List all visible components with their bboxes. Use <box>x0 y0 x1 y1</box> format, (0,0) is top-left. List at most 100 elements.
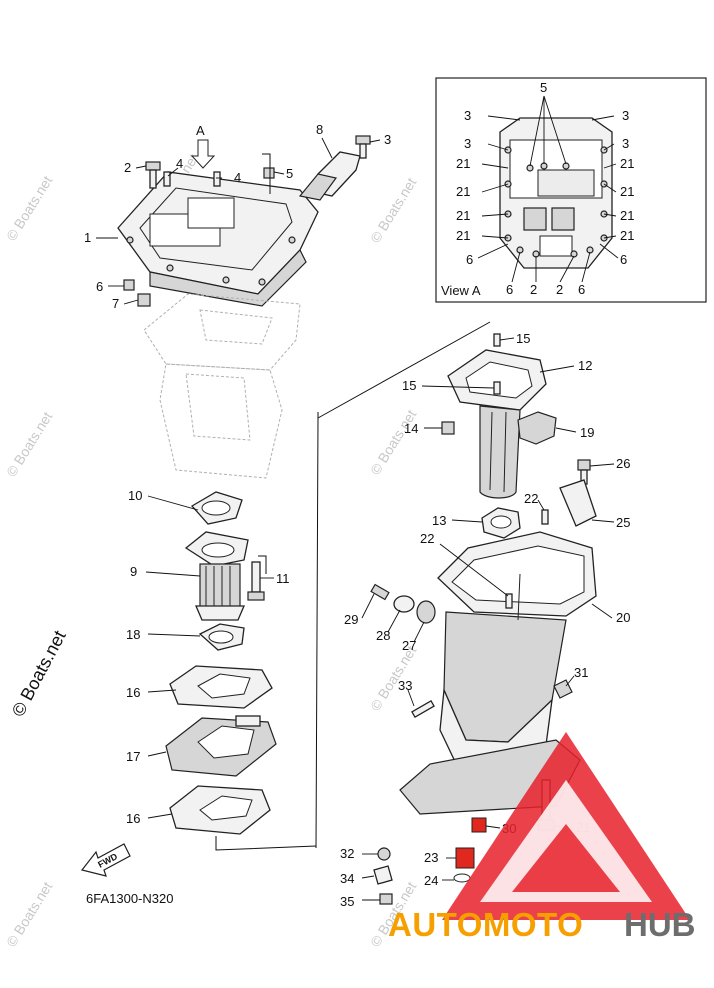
callout-28: 28 <box>376 628 390 643</box>
automotohub-logo: AUTOMOTO HUB <box>388 732 696 943</box>
watermark-text-large: © Boats.net <box>8 627 70 720</box>
callout-3: 3 <box>384 132 391 147</box>
view-a-arrow: A <box>190 123 216 169</box>
view-a-callout-21: 21 <box>456 156 470 171</box>
clip-31 <box>553 679 573 699</box>
callout-10: 10 <box>128 488 142 503</box>
view-a-callout-21: 21 <box>456 184 470 199</box>
forward-arrow: FWD <box>80 843 131 877</box>
callout-25: 25 <box>616 515 630 530</box>
callout-9: 9 <box>130 564 137 579</box>
callout-8: 8 <box>316 122 323 137</box>
callout-16: 16 <box>126 811 140 826</box>
callout-5: 5 <box>286 166 293 181</box>
view-a-callout-21: 21 <box>620 156 634 171</box>
plug-7 <box>137 293 151 307</box>
callout-7: 7 <box>112 296 119 311</box>
callouts: 1 2 4 4 5 8 3 6 7 10 9 11 18 16 17 16 15… <box>84 122 630 909</box>
exhaust-pipe-8 <box>298 151 361 201</box>
view-a-callout-21: 21 <box>620 228 634 243</box>
logo-text-hub: HUB <box>624 906 696 943</box>
bolt-3 <box>355 135 371 159</box>
view-a-panel: View A 5 3 3 3 3 21 21 21 21 21 21 21 21… <box>435 77 707 303</box>
watermark-text: © Boats.net <box>3 879 56 950</box>
view-a-callout-2: 2 <box>530 282 537 297</box>
highlighted-part-23 <box>455 847 475 869</box>
watermark-text: © Boats.net <box>367 175 420 246</box>
callout-13: 13 <box>432 513 446 528</box>
callout-4: 4 <box>234 170 241 185</box>
callout-29: 29 <box>344 612 358 627</box>
callout-17: 17 <box>126 749 140 764</box>
bolt-35 <box>379 893 393 905</box>
gasket-16b <box>169 785 271 835</box>
gasket-10 <box>190 491 243 525</box>
view-a-callout-21: 21 <box>620 208 634 223</box>
logo-triangle-core <box>512 824 620 892</box>
view-a-callout-21: 21 <box>456 228 470 243</box>
gasket-18 <box>198 623 245 651</box>
pin-15b <box>493 381 501 395</box>
callout-4: 4 <box>176 156 183 171</box>
dowel-pin-4a <box>163 171 171 187</box>
bolt-6 <box>123 279 135 291</box>
pin-15a <box>493 333 501 347</box>
callout-23: 23 <box>424 850 438 865</box>
section-bracket <box>215 153 491 851</box>
bolt-29 <box>370 583 390 601</box>
engine-block-ghost <box>143 293 301 479</box>
view-a-callout-6: 6 <box>620 252 627 267</box>
plate-17 <box>165 715 277 777</box>
grommet-28 <box>393 595 415 613</box>
view-a-callout-6: 6 <box>506 282 513 297</box>
callout-15: 15 <box>516 331 530 346</box>
callout-11: 11 <box>276 571 290 586</box>
view-a-callout-21: 21 <box>456 208 470 223</box>
callout-14: 14 <box>404 421 418 436</box>
exhaust-guide-plate <box>117 171 319 307</box>
pin-22a <box>541 509 549 525</box>
view-a-callout-3: 3 <box>622 108 629 123</box>
view-a-callout-6: 6 <box>578 282 585 297</box>
damper-19 <box>517 411 557 445</box>
callout-24: 24 <box>424 873 438 888</box>
callout-2: 2 <box>124 160 131 175</box>
bolt-5 <box>263 167 275 179</box>
view-a-callout-6: 6 <box>466 252 473 267</box>
callout-31: 31 <box>574 665 588 680</box>
view-a-callout-3: 3 <box>622 136 629 151</box>
callout-20: 20 <box>616 610 630 625</box>
dowel-pin-4b <box>213 171 221 187</box>
bolt-11 <box>247 561 265 601</box>
exhaust-manifold-9 <box>184 531 249 621</box>
callout-22: 22 <box>524 491 538 506</box>
view-a-letter: A <box>196 123 205 138</box>
bracket-34 <box>373 865 393 885</box>
grommet-27 <box>416 600 436 624</box>
callout-12: 12 <box>578 358 592 373</box>
watermark-text: © Boats.net <box>367 407 420 478</box>
pin-22b <box>505 593 513 609</box>
callout-16: 16 <box>126 685 140 700</box>
callout-6: 6 <box>96 279 103 294</box>
clip-24 <box>453 873 471 883</box>
bracket-25 <box>559 479 597 527</box>
watermark-text: © Boats.net <box>3 173 56 244</box>
callout-33: 33 <box>398 678 412 693</box>
exhaust-guide-12 <box>447 349 547 499</box>
callout-1: 1 <box>84 230 91 245</box>
view-a-title: View A <box>441 283 481 298</box>
logo-text-automoto: AUTOMOTO <box>388 906 583 943</box>
callout-34: 34 <box>340 871 354 886</box>
view-a-callout-21: 21 <box>620 184 634 199</box>
diagram-code: 6FA1300-N320 <box>86 891 173 906</box>
highlighted-part-30 <box>471 817 487 833</box>
leader-lines <box>96 137 615 901</box>
stopper-32 <box>377 847 391 861</box>
gasket-16a <box>169 665 273 709</box>
seal-13 <box>481 507 521 539</box>
callout-22: 22 <box>420 531 434 546</box>
callout-27: 27 <box>402 638 416 653</box>
bolt-14 <box>441 421 455 435</box>
